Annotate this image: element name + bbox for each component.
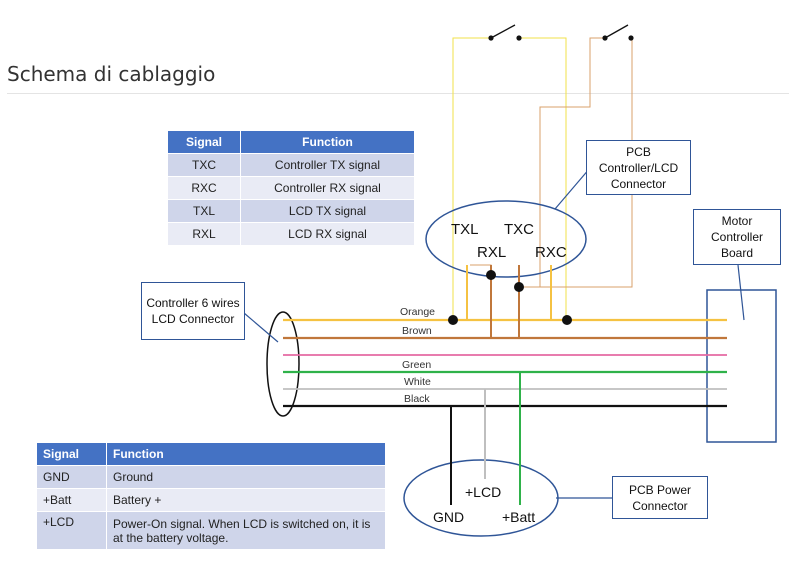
title-divider bbox=[7, 93, 789, 94]
table-cell: TXL bbox=[167, 199, 241, 223]
pin-label-gnd: GND bbox=[433, 509, 464, 525]
callout-pointer bbox=[737, 264, 745, 321]
wire-harness bbox=[283, 318, 727, 408]
pin-label-txl: TXL bbox=[451, 221, 479, 238]
controller-connector-ellipse bbox=[266, 311, 300, 417]
callout-controller-connector: Controller 6 wires LCD Connector bbox=[141, 282, 245, 340]
table-cell: Power-On signal. When LCD is switched on… bbox=[106, 511, 386, 550]
table-cell: TXC bbox=[167, 153, 241, 177]
table-row: +Batt Battery + bbox=[36, 488, 386, 512]
page-title: Schema di cablaggio bbox=[7, 62, 216, 86]
table-header: Function bbox=[106, 442, 386, 466]
table-header: Signal bbox=[36, 442, 107, 466]
jumper-brown-wire bbox=[520, 37, 604, 288]
table-cell: GND bbox=[36, 465, 107, 489]
jumper-yellow-wire-return bbox=[520, 37, 567, 320]
table-cell: Controller TX signal bbox=[240, 153, 415, 177]
table-row: +LCD Power-On signal. When LCD is switch… bbox=[36, 511, 386, 550]
callout-pointer bbox=[243, 312, 279, 343]
jumper-brown-wire-return bbox=[540, 38, 633, 288]
pin-label-rxl: RXL bbox=[477, 244, 506, 261]
switch-icon bbox=[602, 24, 634, 41]
switch-icon bbox=[488, 24, 522, 41]
pin-label-plus-lcd: +LCD bbox=[465, 484, 501, 500]
motor-controller-board bbox=[706, 289, 777, 443]
table-row: TXL LCD TX signal bbox=[167, 199, 415, 223]
table-header: Signal bbox=[167, 130, 241, 154]
pin-label-txc: TXC bbox=[504, 221, 534, 238]
lcd-signal-table: Signal Function TXC Controller TX signal… bbox=[167, 130, 415, 246]
table-row: GND Ground bbox=[36, 465, 386, 489]
table-header: Function bbox=[240, 130, 415, 154]
table-cell: Battery + bbox=[106, 488, 386, 512]
junction-dot bbox=[448, 315, 458, 325]
pin-label-plus-batt: +Batt bbox=[502, 509, 535, 525]
junction-dot bbox=[486, 270, 496, 280]
jumper-yellow-wire bbox=[452, 37, 490, 320]
callout-pcb-lcd-connector: PCB Controller/LCD Connector bbox=[586, 140, 691, 195]
table-cell: Controller RX signal bbox=[240, 176, 415, 200]
table-row: RXL LCD RX signal bbox=[167, 222, 415, 246]
power-signal-table: Signal Function GND Ground +Batt Battery… bbox=[36, 442, 386, 550]
wire-label-white: White bbox=[404, 376, 431, 388]
table-cell: RXC bbox=[167, 176, 241, 200]
callout-motor-controller-board: Motor Controller Board bbox=[693, 209, 781, 265]
table-cell: RXL bbox=[167, 222, 241, 246]
callout-pointer bbox=[554, 167, 591, 210]
pin-label-rxc: RXC bbox=[535, 244, 567, 261]
table-cell: +Batt bbox=[36, 488, 107, 512]
table-cell: +LCD bbox=[36, 511, 107, 550]
pcb-lcd-connector-ellipse bbox=[425, 200, 587, 278]
wire-label-green: Green bbox=[402, 359, 431, 371]
table-cell: Ground bbox=[106, 465, 386, 489]
wire-label-brown: Brown bbox=[402, 325, 432, 337]
table-row: RXC Controller RX signal bbox=[167, 176, 415, 200]
junction-dot bbox=[562, 315, 572, 325]
wire-label-orange: Orange bbox=[400, 306, 435, 318]
callout-pcb-power-connector: PCB Power Connector bbox=[612, 476, 708, 519]
wire-label-black: Black bbox=[404, 393, 430, 405]
junction-dot bbox=[514, 282, 524, 292]
table-row: TXC Controller TX signal bbox=[167, 153, 415, 177]
table-cell: LCD TX signal bbox=[240, 199, 415, 223]
table-cell: LCD RX signal bbox=[240, 222, 415, 246]
